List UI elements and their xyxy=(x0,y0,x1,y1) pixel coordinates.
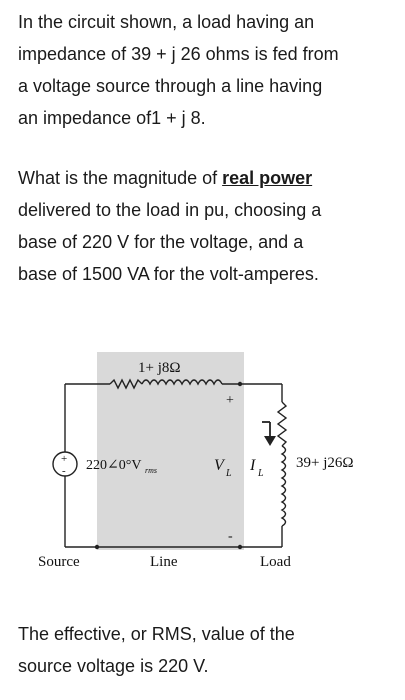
load-voltage-subscript: L xyxy=(225,468,232,479)
text-segment: What is the magnitude of xyxy=(18,168,223,188)
line-region-shade xyxy=(97,352,244,550)
emphasized-term: real power xyxy=(222,168,313,188)
source-voltage-subscript: rms xyxy=(145,466,157,475)
load-voltage-minus: - xyxy=(228,529,233,544)
question-paragraph-2: What is the magnitude of real power deli… xyxy=(18,162,398,290)
text-line: base of 220 V for the voltage, and a xyxy=(18,232,304,252)
text-line: impedance of 39 + j 26 ohms is fed from xyxy=(18,44,339,64)
question-paragraph-3: The effective, or RMS, value of the sour… xyxy=(18,618,398,682)
node-top-line xyxy=(237,381,243,387)
load-current-subscript: L xyxy=(257,468,264,479)
circuit-diagram: + - 1+ j8Ω 220∠0°V rms + - V L I L 39+ j… xyxy=(38,352,354,570)
line-inductor xyxy=(141,379,223,386)
load-voltage-plus: + xyxy=(226,393,234,408)
node-bottom-source xyxy=(94,544,100,550)
load-current-label: I xyxy=(249,457,256,474)
load-voltage-label: V xyxy=(214,457,226,474)
load-resistor xyxy=(276,401,288,447)
text-line: What is the magnitude of real power xyxy=(18,162,398,194)
source-voltage-label: 220∠0°V xyxy=(86,458,141,473)
source-label: Source xyxy=(38,554,80,570)
load-label: Load xyxy=(260,554,291,570)
load-impedance-label: 39+ j26Ω xyxy=(296,455,354,471)
source-minus-sign: - xyxy=(62,465,66,477)
text-line: an impedance of1 + j 8. xyxy=(18,108,206,128)
line-label: Line xyxy=(150,554,178,570)
load-inductor xyxy=(280,445,287,527)
text-line: In the circuit shown, a load having an xyxy=(18,12,315,32)
source-plus-sign: + xyxy=(61,453,67,465)
node-bottom-line xyxy=(237,544,243,550)
question-paragraph-1: In the circuit shown, a load having an i… xyxy=(18,6,398,134)
text-line: base of 1500 VA for the volt-amperes. xyxy=(18,264,319,284)
current-arrow-head xyxy=(264,436,276,446)
text-line: a voltage source through a line having xyxy=(18,76,323,96)
text-line: source voltage is 220 V. xyxy=(18,656,209,676)
text-line: delivered to the load in pu, choosing a xyxy=(18,200,322,220)
text-line: The effective, or RMS, value of the xyxy=(18,624,295,644)
line-resistor xyxy=(109,378,143,390)
line-impedance-label: 1+ j8Ω xyxy=(138,360,181,376)
